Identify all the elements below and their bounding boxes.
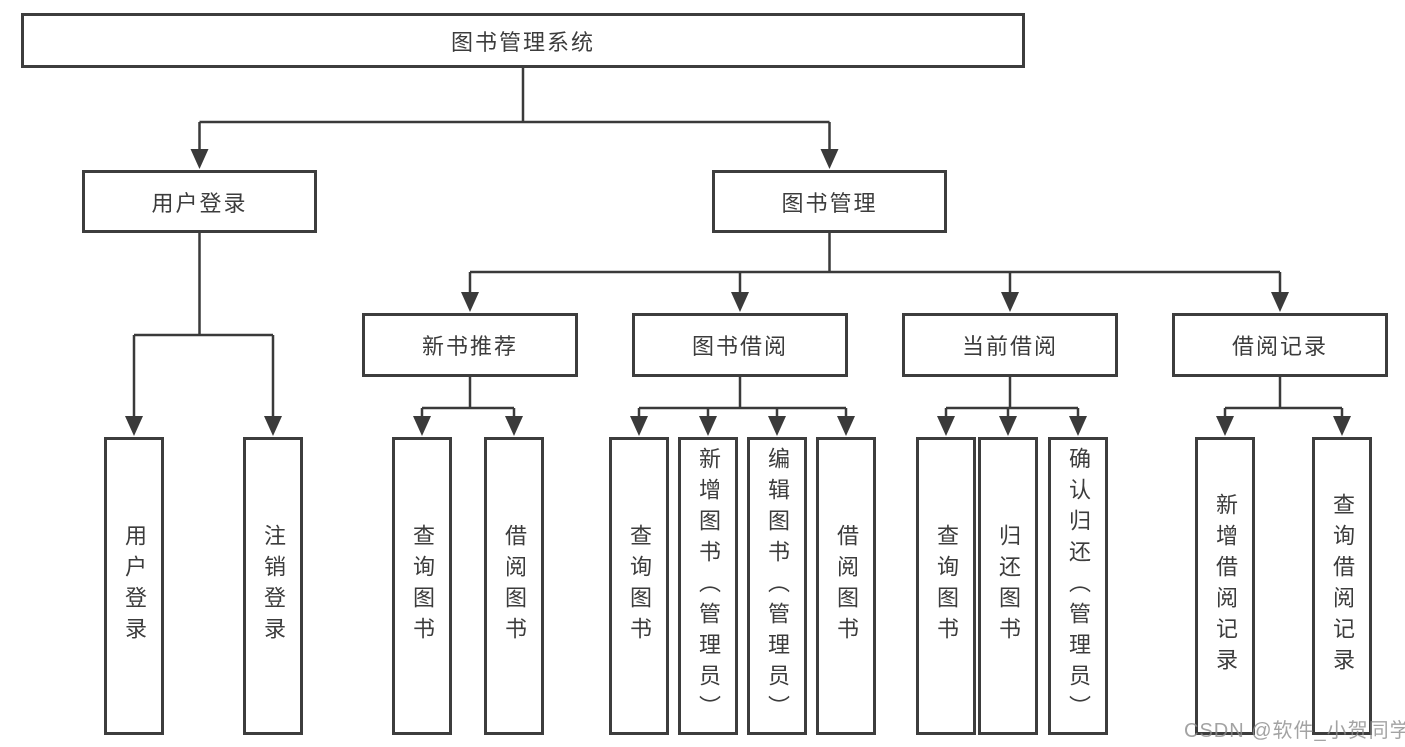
- leaf-query-books-borrow: 查询图书: [609, 437, 669, 735]
- leaf-label: 归还图书: [996, 524, 1021, 648]
- leaf-add-borrow-record: 新增借阅记录: [1195, 437, 1255, 735]
- leaf-label: 编辑图书（管理员）: [765, 446, 790, 726]
- node-root: 图书管理系统: [21, 13, 1025, 68]
- leaf-label: 查询借阅记录: [1330, 493, 1355, 679]
- leaf-label: 借阅图书: [502, 524, 527, 648]
- arrowhead-icon: [125, 149, 1351, 436]
- node-book-borrow: 图书借阅: [632, 313, 848, 377]
- watermark: CSDN @软件_小贺同学: [1184, 720, 1405, 742]
- node-root-label: 图书管理系统: [450, 29, 595, 55]
- node-current-borrow-label: 当前借阅: [961, 334, 1058, 359]
- leaf-label: 查询图书: [934, 524, 959, 648]
- leaf-user-login: 用户登录: [104, 437, 164, 735]
- leaf-borrow-books: 借阅图书: [816, 437, 876, 735]
- node-user-login-label: 用户登录: [151, 190, 248, 216]
- leaf-label: 新增图书（管理员）: [696, 446, 721, 726]
- leaf-confirm-return-admin: 确认归还（管理员）: [1048, 437, 1108, 735]
- leaf-label: 用户登录: [122, 524, 147, 648]
- node-new-book-recommend: 新书推荐: [362, 313, 578, 377]
- node-new-book-recommend-label: 新书推荐: [421, 334, 518, 359]
- node-book-management-label: 图书管理: [781, 190, 878, 216]
- node-current-borrow: 当前借阅: [902, 313, 1118, 377]
- leaf-return-book: 归还图书: [978, 437, 1038, 735]
- leaf-label: 注销登录: [261, 524, 286, 648]
- leaf-logout: 注销登录: [243, 437, 303, 735]
- leaf-add-book-admin: 新增图书（管理员）: [678, 437, 738, 735]
- node-borrow-records: 借阅记录: [1172, 313, 1388, 377]
- leaf-query-books-recommend: 查询图书: [392, 437, 452, 735]
- leaf-borrow-books-recommend: 借阅图书: [484, 437, 544, 735]
- leaf-edit-book-admin: 编辑图书（管理员）: [747, 437, 807, 735]
- node-book-borrow-label: 图书借阅: [691, 334, 788, 359]
- node-borrow-records-label: 借阅记录: [1231, 334, 1328, 359]
- leaf-label: 新增借阅记录: [1213, 493, 1238, 679]
- leaf-label: 查询图书: [410, 524, 435, 648]
- leaf-query-borrow-record: 查询借阅记录: [1312, 437, 1372, 735]
- node-user-login: 用户登录: [82, 170, 317, 233]
- leaf-query-books-current: 查询图书: [916, 437, 976, 735]
- leaf-label: 确认归还（管理员）: [1066, 446, 1091, 726]
- leaf-label: 借阅图书: [834, 524, 859, 648]
- leaf-label: 查询图书: [627, 524, 652, 648]
- node-book-management: 图书管理: [712, 170, 947, 233]
